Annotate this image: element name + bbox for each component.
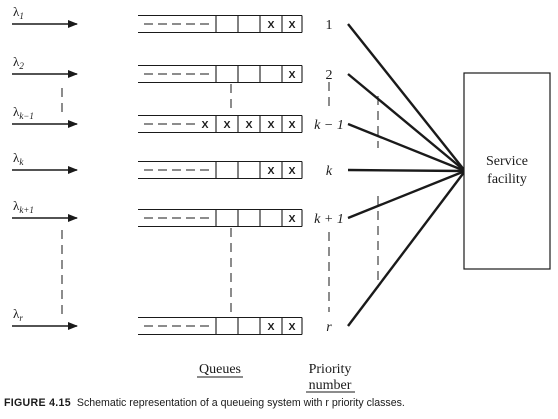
service-facility-label-line-2: facility — [487, 172, 527, 187]
arrival-rate-label: λk−1 — [13, 104, 34, 121]
arrival-rate-label: λk+1 — [13, 198, 34, 215]
priority-number: k + 1 — [314, 212, 344, 227]
queue-item-mark: X — [288, 165, 295, 177]
service-facility-box — [463, 72, 551, 270]
arrival-rate-label: λ2 — [13, 54, 24, 71]
ellipsis-dashes — [61, 82, 379, 320]
queue-item-mark: X — [267, 321, 274, 333]
priority-heading-line-1: Priority — [309, 362, 352, 377]
queue-item-mark: X — [288, 19, 295, 31]
queue-item-mark: X — [288, 321, 295, 333]
service-line — [347, 170, 466, 327]
priority-number: k − 1 — [314, 118, 344, 133]
figure-caption-label: FIGURE 4.15 — [4, 397, 71, 409]
priority-number: 2 — [326, 68, 333, 83]
arrival-rate-label: λ1 — [13, 4, 24, 21]
priority-number: r — [326, 320, 332, 335]
arrival-rate-label: λk — [13, 150, 24, 167]
queue-item-mark: X — [288, 119, 295, 131]
service-line — [347, 23, 466, 172]
queue-item-mark: X — [201, 119, 208, 131]
queue-item-mark: X — [245, 119, 252, 131]
queue-item-mark: X — [267, 19, 274, 31]
figure-caption: FIGURE 4.15 Schematic representation of a… — [4, 397, 556, 409]
figure-caption-text: Schematic representation of a queueing s… — [76, 397, 405, 409]
queue-item-mark: X — [267, 119, 274, 131]
priority-number: k — [326, 164, 333, 179]
priority-number: 1 — [326, 18, 333, 33]
queue-item-mark: X — [288, 69, 295, 81]
queues-heading: Queues — [199, 362, 241, 377]
queue-item-mark: X — [267, 165, 274, 177]
service-fan-lines — [347, 23, 466, 327]
queue-item-mark: X — [288, 213, 295, 225]
queue-buffer: X — [138, 208, 303, 228]
queue-item-mark: X — [223, 119, 230, 131]
priority-heading-line-2: number — [309, 378, 352, 393]
service-line — [347, 122, 466, 173]
service-facility-label-line-1: Service — [486, 154, 528, 169]
service-line — [347, 73, 466, 172]
service-line — [347, 169, 466, 220]
service-line — [347, 168, 466, 173]
arrival-rate-label: λr — [13, 306, 23, 323]
arrival-streams: λ1 λ2 λk−1 λk λk+1 λr — [12, 4, 78, 330]
queue-buffer: X — [138, 64, 303, 84]
